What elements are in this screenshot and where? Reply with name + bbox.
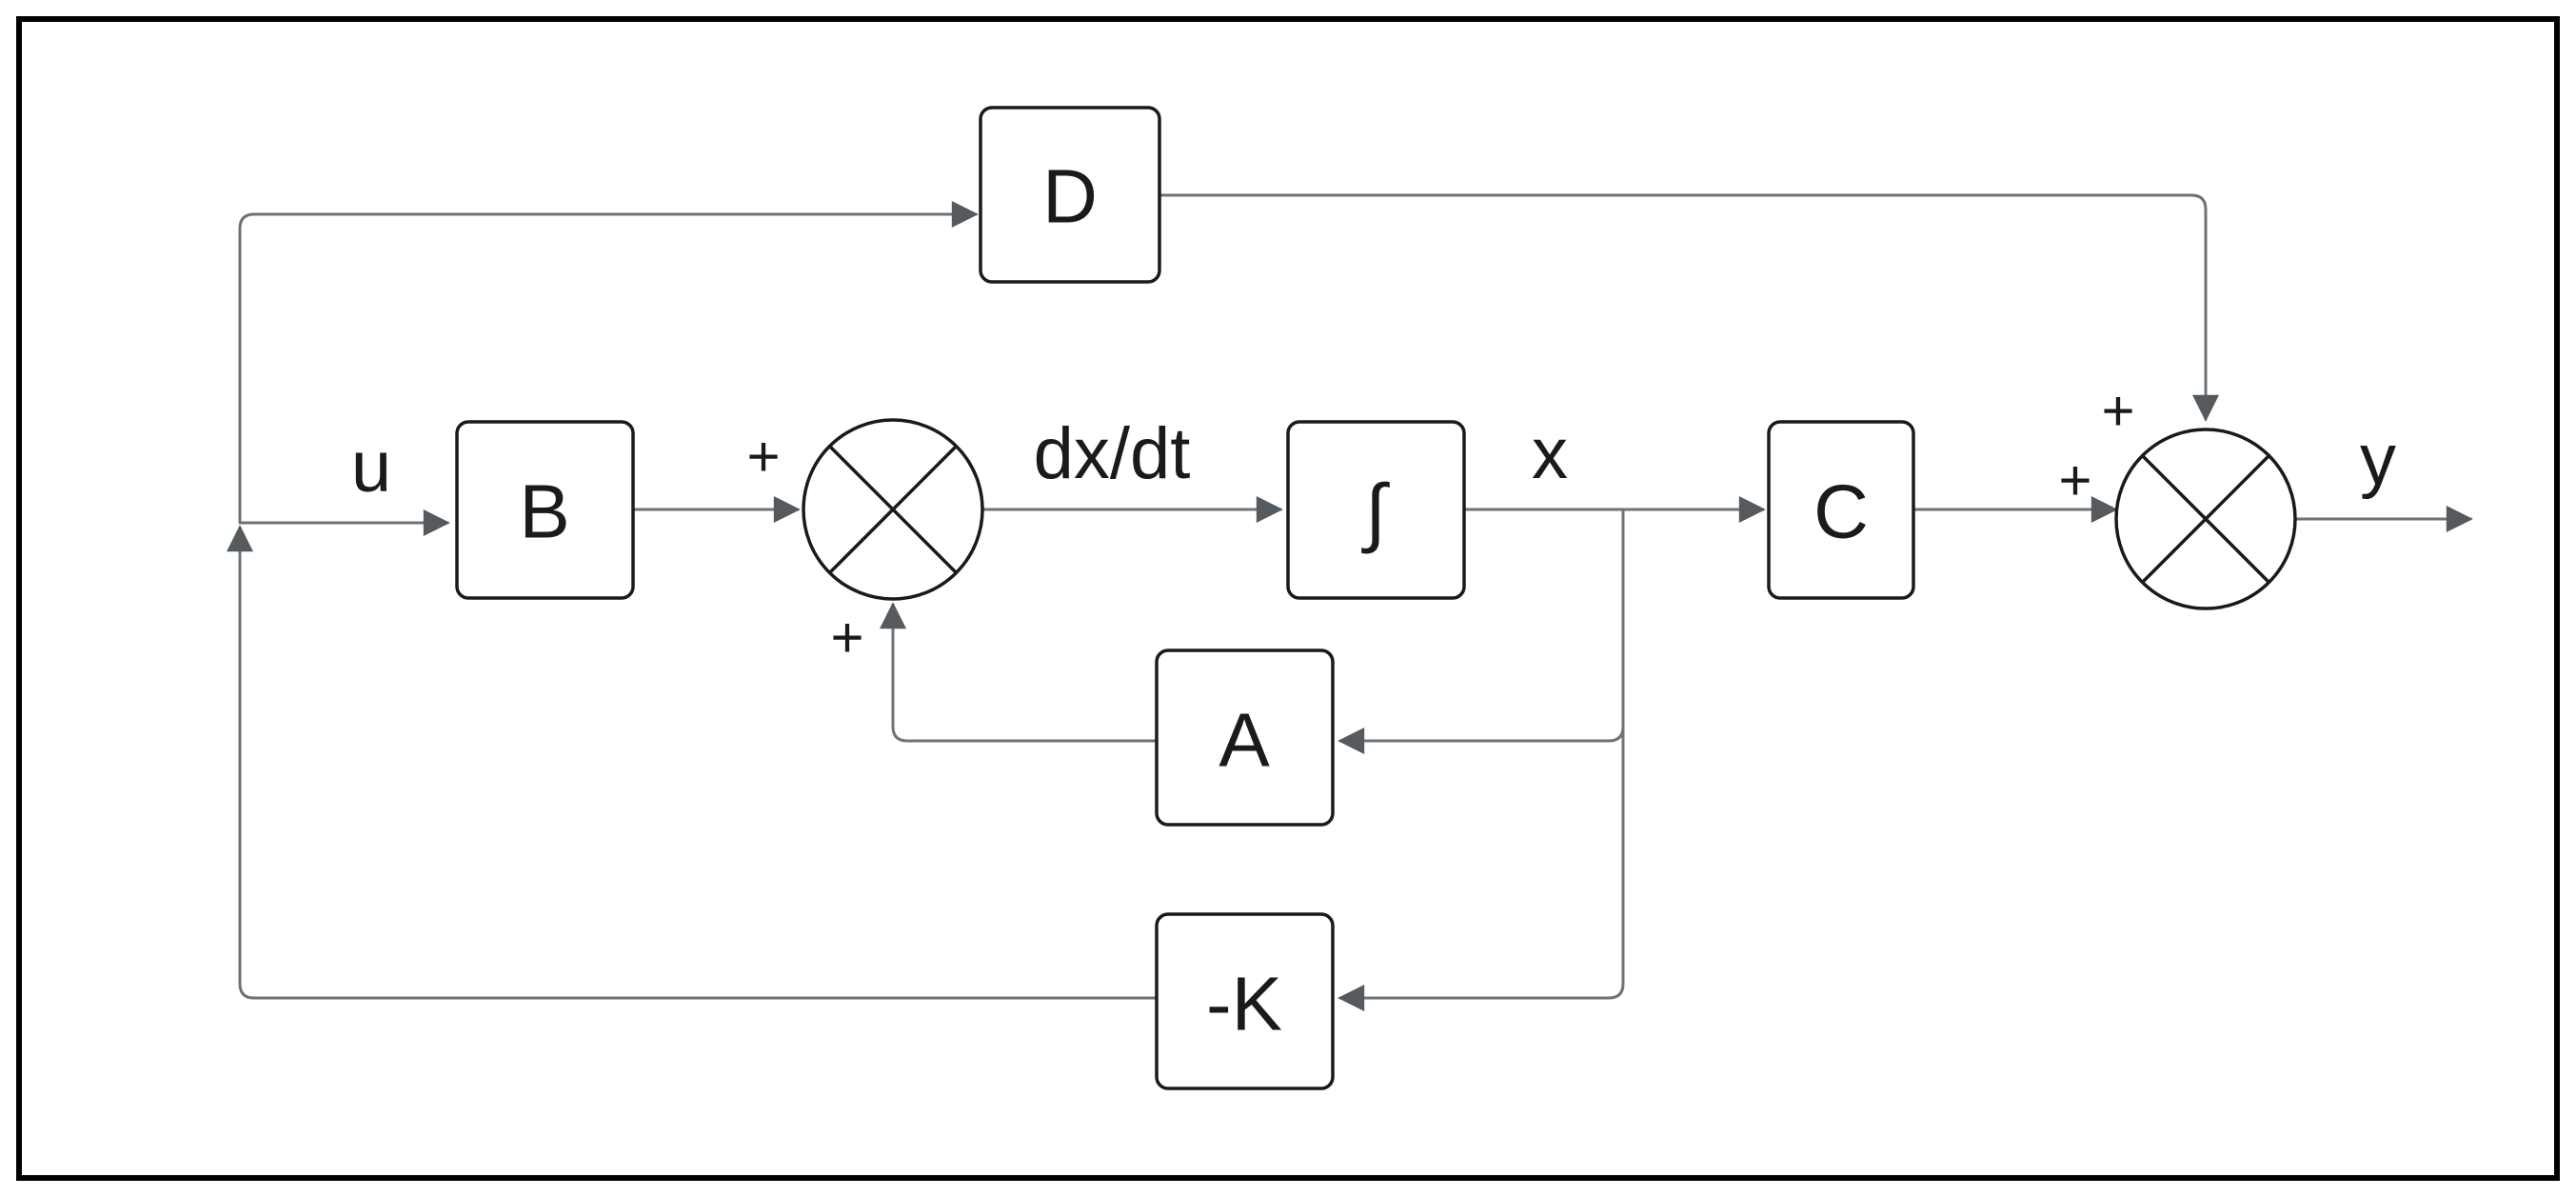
wire-x-to-neg-k xyxy=(1338,725,1625,1011)
block-neg-k-label: -K xyxy=(1206,962,1282,1047)
wire-neg-k-to-u xyxy=(227,525,1159,1000)
signal-label-x: x xyxy=(1532,413,1568,494)
block-c-label: C xyxy=(1813,469,1869,554)
wire-u-to-d xyxy=(238,201,979,525)
sign-sum1-left: + xyxy=(746,425,780,489)
sign-sum2-top: + xyxy=(2101,379,2134,443)
signal-label-u: u xyxy=(351,427,391,508)
block-a-label: A xyxy=(1219,698,1270,783)
summing-junction-1 xyxy=(802,418,984,601)
block-integrator-label: ∫ xyxy=(1360,469,1390,554)
summing-junction-2 xyxy=(2114,428,2297,610)
sign-sum1-bottom: + xyxy=(830,606,863,669)
block-b-label: B xyxy=(519,469,569,554)
diagram-frame xyxy=(16,16,2560,1181)
sign-sum2-left: + xyxy=(2058,449,2091,512)
block-d-label: D xyxy=(1042,154,1098,239)
signal-label-y: y xyxy=(2360,419,2396,500)
wire-a-to-sum1 xyxy=(880,602,1159,743)
signal-label-dxdt: dx/dt xyxy=(1034,413,1191,494)
block-a: A xyxy=(1155,648,1335,827)
block-b: B xyxy=(455,420,635,600)
block-neg-k: -K xyxy=(1155,912,1335,1090)
wire-d-to-sum2 xyxy=(1158,193,2219,422)
block-c: C xyxy=(1767,420,1915,600)
block-integrator: ∫ xyxy=(1286,420,1466,600)
block-d: D xyxy=(979,106,1161,284)
